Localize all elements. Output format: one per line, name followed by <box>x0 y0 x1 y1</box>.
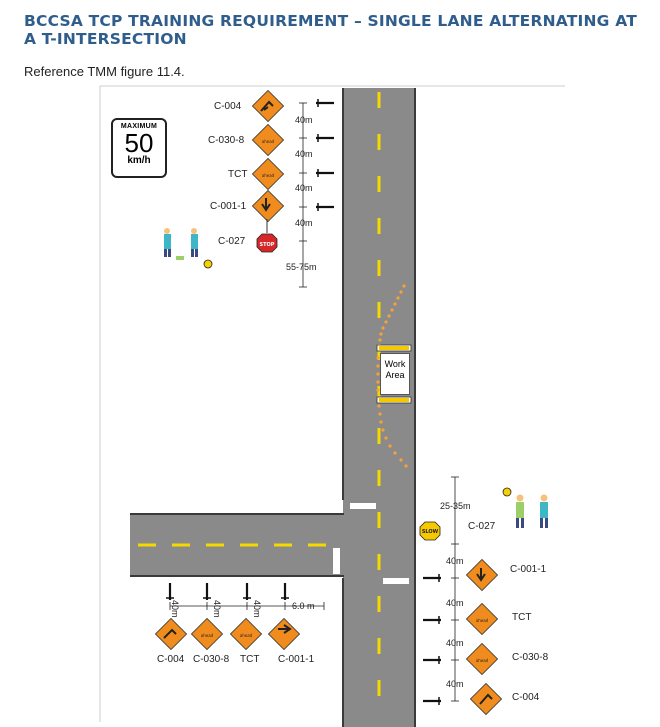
side-dist-4: 6.0 m <box>292 601 315 611</box>
south-label-c004: C-004 <box>512 692 540 703</box>
side-label-c0308: C-030-8 <box>193 654 230 665</box>
svg-text:STOP: STOP <box>260 242 275 248</box>
svg-text:ahead: ahead <box>240 633 253 638</box>
north-dist-1: 40m <box>295 115 313 125</box>
south-sign-column: SLOW ahead ahead <box>419 476 503 716</box>
svg-text:ahead: ahead <box>476 658 489 663</box>
svg-text:SLOW: SLOW <box>422 529 439 535</box>
svg-text:ahead: ahead <box>476 618 489 623</box>
north-label-tct: TCT <box>228 169 248 180</box>
work-area-line1: Work <box>384 359 406 369</box>
north-dist-5: 55-75m <box>286 262 317 272</box>
south-dist-1: 25-35m <box>440 501 471 511</box>
side-dist-1: 40m <box>170 600 180 618</box>
north-dist-2: 40m <box>295 149 313 159</box>
north-label-c0011: C-001-1 <box>210 201 247 212</box>
work-area-line2: Area <box>385 370 405 380</box>
south-dist-2: 40m <box>446 556 464 566</box>
side-label-c0011: C-001-1 <box>278 654 315 665</box>
south-dist-3: 40m <box>446 598 464 608</box>
north-sign-column: ahead ahead STOP <box>251 89 334 288</box>
speed-sign-top: MAXIMUM <box>120 123 158 130</box>
south-label-c027: C-027 <box>468 521 496 532</box>
side-label-tct: TCT <box>240 654 260 665</box>
svg-text:ahead: ahead <box>262 139 275 144</box>
south-label-c0308: C-030-8 <box>512 652 549 663</box>
north-label-c004: C-004 <box>214 101 242 112</box>
side-dist-3: 40m <box>252 600 262 618</box>
stop-bar-north <box>350 503 376 509</box>
north-dist-4: 40m <box>295 218 313 228</box>
south-label-c0011: C-001-1 <box>510 564 547 575</box>
north-label-c0308: C-030-8 <box>208 135 245 146</box>
south-dist-5: 40m <box>446 679 464 689</box>
flagger-figures-north <box>164 228 213 269</box>
svg-text:ahead: ahead <box>262 173 275 178</box>
svg-text:ahead: ahead <box>201 633 214 638</box>
page-title: BCCSA TCP TRAINING REQUIREMENT – SINGLE … <box>24 12 637 48</box>
reference-text: Reference TMM figure 11.4. <box>24 64 185 79</box>
south-label-tct: TCT <box>512 612 532 623</box>
stop-bar-side <box>333 548 340 574</box>
side-sign-row: ahead ahead <box>154 583 325 651</box>
speed-sign-value: 50 <box>124 128 154 158</box>
north-label-c027: C-027 <box>218 236 246 247</box>
side-label-c004: C-004 <box>157 654 185 665</box>
speed-sign-unit: km/h <box>127 155 151 166</box>
work-area: Work Area <box>380 353 410 395</box>
stop-bar-south <box>383 578 409 584</box>
flagger-figures-south <box>502 487 548 528</box>
south-dist-4: 40m <box>446 638 464 648</box>
max-speed-sign: MAXIMUM 50 km/h <box>111 118 167 178</box>
north-dist-3: 40m <box>295 183 313 193</box>
side-dist-2: 40m <box>212 600 222 618</box>
